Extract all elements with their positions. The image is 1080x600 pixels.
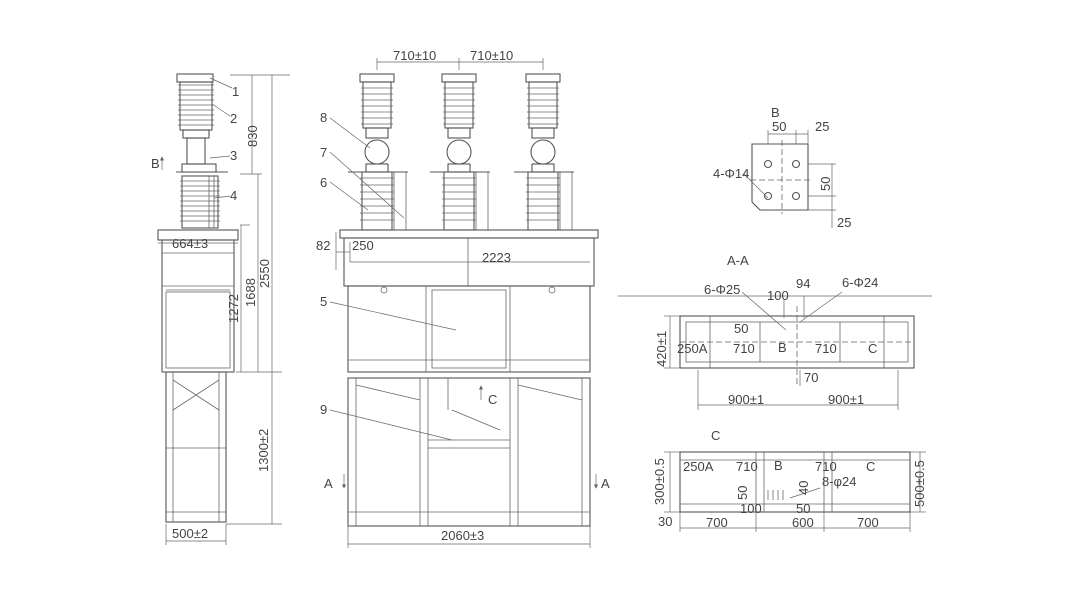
view-c-mark-c: C xyxy=(866,459,875,474)
dim-1688: 1688 xyxy=(243,278,258,307)
view-c-dim-30: 30 xyxy=(658,514,672,529)
dim-500: 500±2 xyxy=(172,526,208,541)
callout-6: 6 xyxy=(320,175,327,190)
section-aa-holes-left: 6-Φ25 xyxy=(704,282,740,297)
view-c-dim-600: 600 xyxy=(792,515,814,530)
detail-b-title: B xyxy=(771,105,780,120)
view-c-dim-40: 40 xyxy=(796,481,811,495)
section-aa-dim-50: 50 xyxy=(734,321,748,336)
detail-b-dim-50-side: 50 xyxy=(818,177,833,191)
view-c-holes: 8-φ24 xyxy=(822,474,856,489)
dim-664: 664±3 xyxy=(172,236,208,251)
detail-b: B 50 25 4-Φ14 50 25 xyxy=(713,105,851,230)
dim-710-left: 710±10 xyxy=(393,48,436,63)
detail-b-dim-25-bottom: 25 xyxy=(837,215,851,230)
section-aa-dim-900-left: 900±1 xyxy=(728,392,764,407)
section-aa-height: 420±1 xyxy=(654,331,669,367)
front-pitch-dims xyxy=(376,58,544,70)
view-c-dim-710-left: 710 xyxy=(736,459,758,474)
side-insulator-lower xyxy=(180,175,220,229)
section-aa-dim-710-right: 710 xyxy=(815,341,837,356)
callout-5: 5 xyxy=(320,294,327,309)
side-height-dims xyxy=(226,74,290,525)
dim-2223: 2223 xyxy=(482,250,511,265)
section-aa-dim-94: 94 xyxy=(796,276,810,291)
view-c-dim-710-right: 710 xyxy=(815,459,837,474)
view-c-height-left: 300±0.5 xyxy=(652,458,667,505)
view-c-dim-50-vertical: 50 xyxy=(735,486,750,500)
section-mark-a-left: A xyxy=(324,476,333,491)
view-c-dim-700-right: 700 xyxy=(857,515,879,530)
dim-710-right: 710±10 xyxy=(470,48,513,63)
view-c-mark-b: B xyxy=(774,458,783,473)
section-aa-dim-250a: 250A xyxy=(677,341,708,356)
section-aa-title: A-A xyxy=(727,253,749,268)
detail-b-holes: 4-Φ14 xyxy=(713,166,749,181)
section-mark-a-right: A xyxy=(601,476,610,491)
front-view: 710±10 710±10 xyxy=(316,48,610,548)
section-aa-dim-70: 70 xyxy=(804,370,818,385)
view-mark-b: B xyxy=(151,156,160,171)
view-c-dim-700-left: 700 xyxy=(706,515,728,530)
callout-3: 3 xyxy=(230,148,237,163)
callout-8: 8 xyxy=(320,110,327,125)
view-c-dim-250a: 250A xyxy=(683,459,714,474)
callout-1: 1 xyxy=(232,84,239,99)
dim-250: 250 xyxy=(352,238,374,253)
front-cabinet xyxy=(339,229,599,379)
dim-1300: 1300±2 xyxy=(256,429,271,472)
view-mark-c: C xyxy=(488,392,497,407)
view-c: C 300±0.5 500±0.5 250 xyxy=(652,428,927,532)
side-view: 1 2 3 4 B 830 2550 1272 1688 1300±2 664±… xyxy=(151,73,290,545)
front-width-dims xyxy=(335,232,590,270)
view-c-dim-100: 100 xyxy=(740,501,762,516)
front-base-frame xyxy=(347,377,591,527)
section-aa-dim-710-left: 710 xyxy=(733,341,755,356)
dim-82: 82 xyxy=(316,238,330,253)
detail-b-dim-25: 25 xyxy=(815,119,829,134)
front-callout-leaders xyxy=(329,117,457,441)
view-c-dim-50: 50 xyxy=(796,501,810,516)
section-aa-dim-900-right: 900±1 xyxy=(828,392,864,407)
side-insulator-upper xyxy=(176,73,228,173)
dim-1272: 1272 xyxy=(226,294,241,323)
section-aa-mark-b: B xyxy=(778,340,787,355)
front-pole-1 xyxy=(348,73,408,231)
view-c-title: C xyxy=(711,428,720,443)
dim-830: 830 xyxy=(245,125,260,147)
dim-2060: 2060±3 xyxy=(441,528,484,543)
section-a-a: A-A 6-Φ25 6-Φ24 100 94 50 420±1 250A xyxy=(618,253,932,410)
dim-2550: 2550 xyxy=(257,259,272,288)
front-base-dim xyxy=(347,526,591,548)
callout-9: 9 xyxy=(320,402,327,417)
callout-7: 7 xyxy=(320,145,327,160)
front-pole-2 xyxy=(430,73,490,231)
section-aa-holes-right: 6-Φ24 xyxy=(842,275,878,290)
callout-4: 4 xyxy=(230,188,237,203)
section-aa-mark-c: C xyxy=(868,341,877,356)
section-aa-dim-100: 100 xyxy=(767,288,789,303)
side-base-frame xyxy=(165,371,227,523)
view-c-height-right: 500±0.5 xyxy=(912,460,927,507)
front-pole-3 xyxy=(514,73,574,231)
callout-2: 2 xyxy=(230,111,237,126)
side-callout-leaders xyxy=(209,77,233,199)
detail-b-dim-50: 50 xyxy=(772,119,786,134)
